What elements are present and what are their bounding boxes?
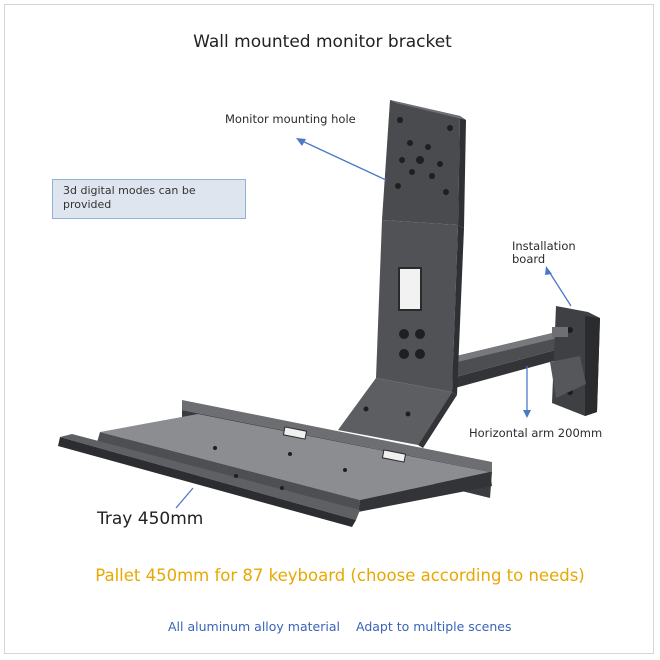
bracket-neck <box>338 378 457 448</box>
label-tray: Tray 450mm <box>97 509 204 529</box>
label-horizontal-arm: Horizontal arm 200mm <box>469 426 603 440</box>
label-monitor-mounting-hole: Monitor mounting hole <box>225 112 356 126</box>
monitor-plate <box>376 100 466 395</box>
product-image-frame <box>4 4 654 654</box>
pallet-note: Pallet 450mm for 87 keyboard (choose acc… <box>95 566 585 585</box>
installation-board <box>550 306 600 416</box>
page-title: Wall mounted monitor bracket <box>193 32 452 52</box>
feature-scenes: Adapt to multiple scenes <box>356 619 512 634</box>
keyboard-tray <box>58 400 492 527</box>
annotation-arrows <box>175 138 572 509</box>
info-box: 3d digital modes can be provided <box>52 179 246 219</box>
horizontal-arm <box>448 330 572 388</box>
feature-material: All aluminum alloy material <box>168 619 340 634</box>
label-installation-board: Installation board <box>512 239 576 266</box>
